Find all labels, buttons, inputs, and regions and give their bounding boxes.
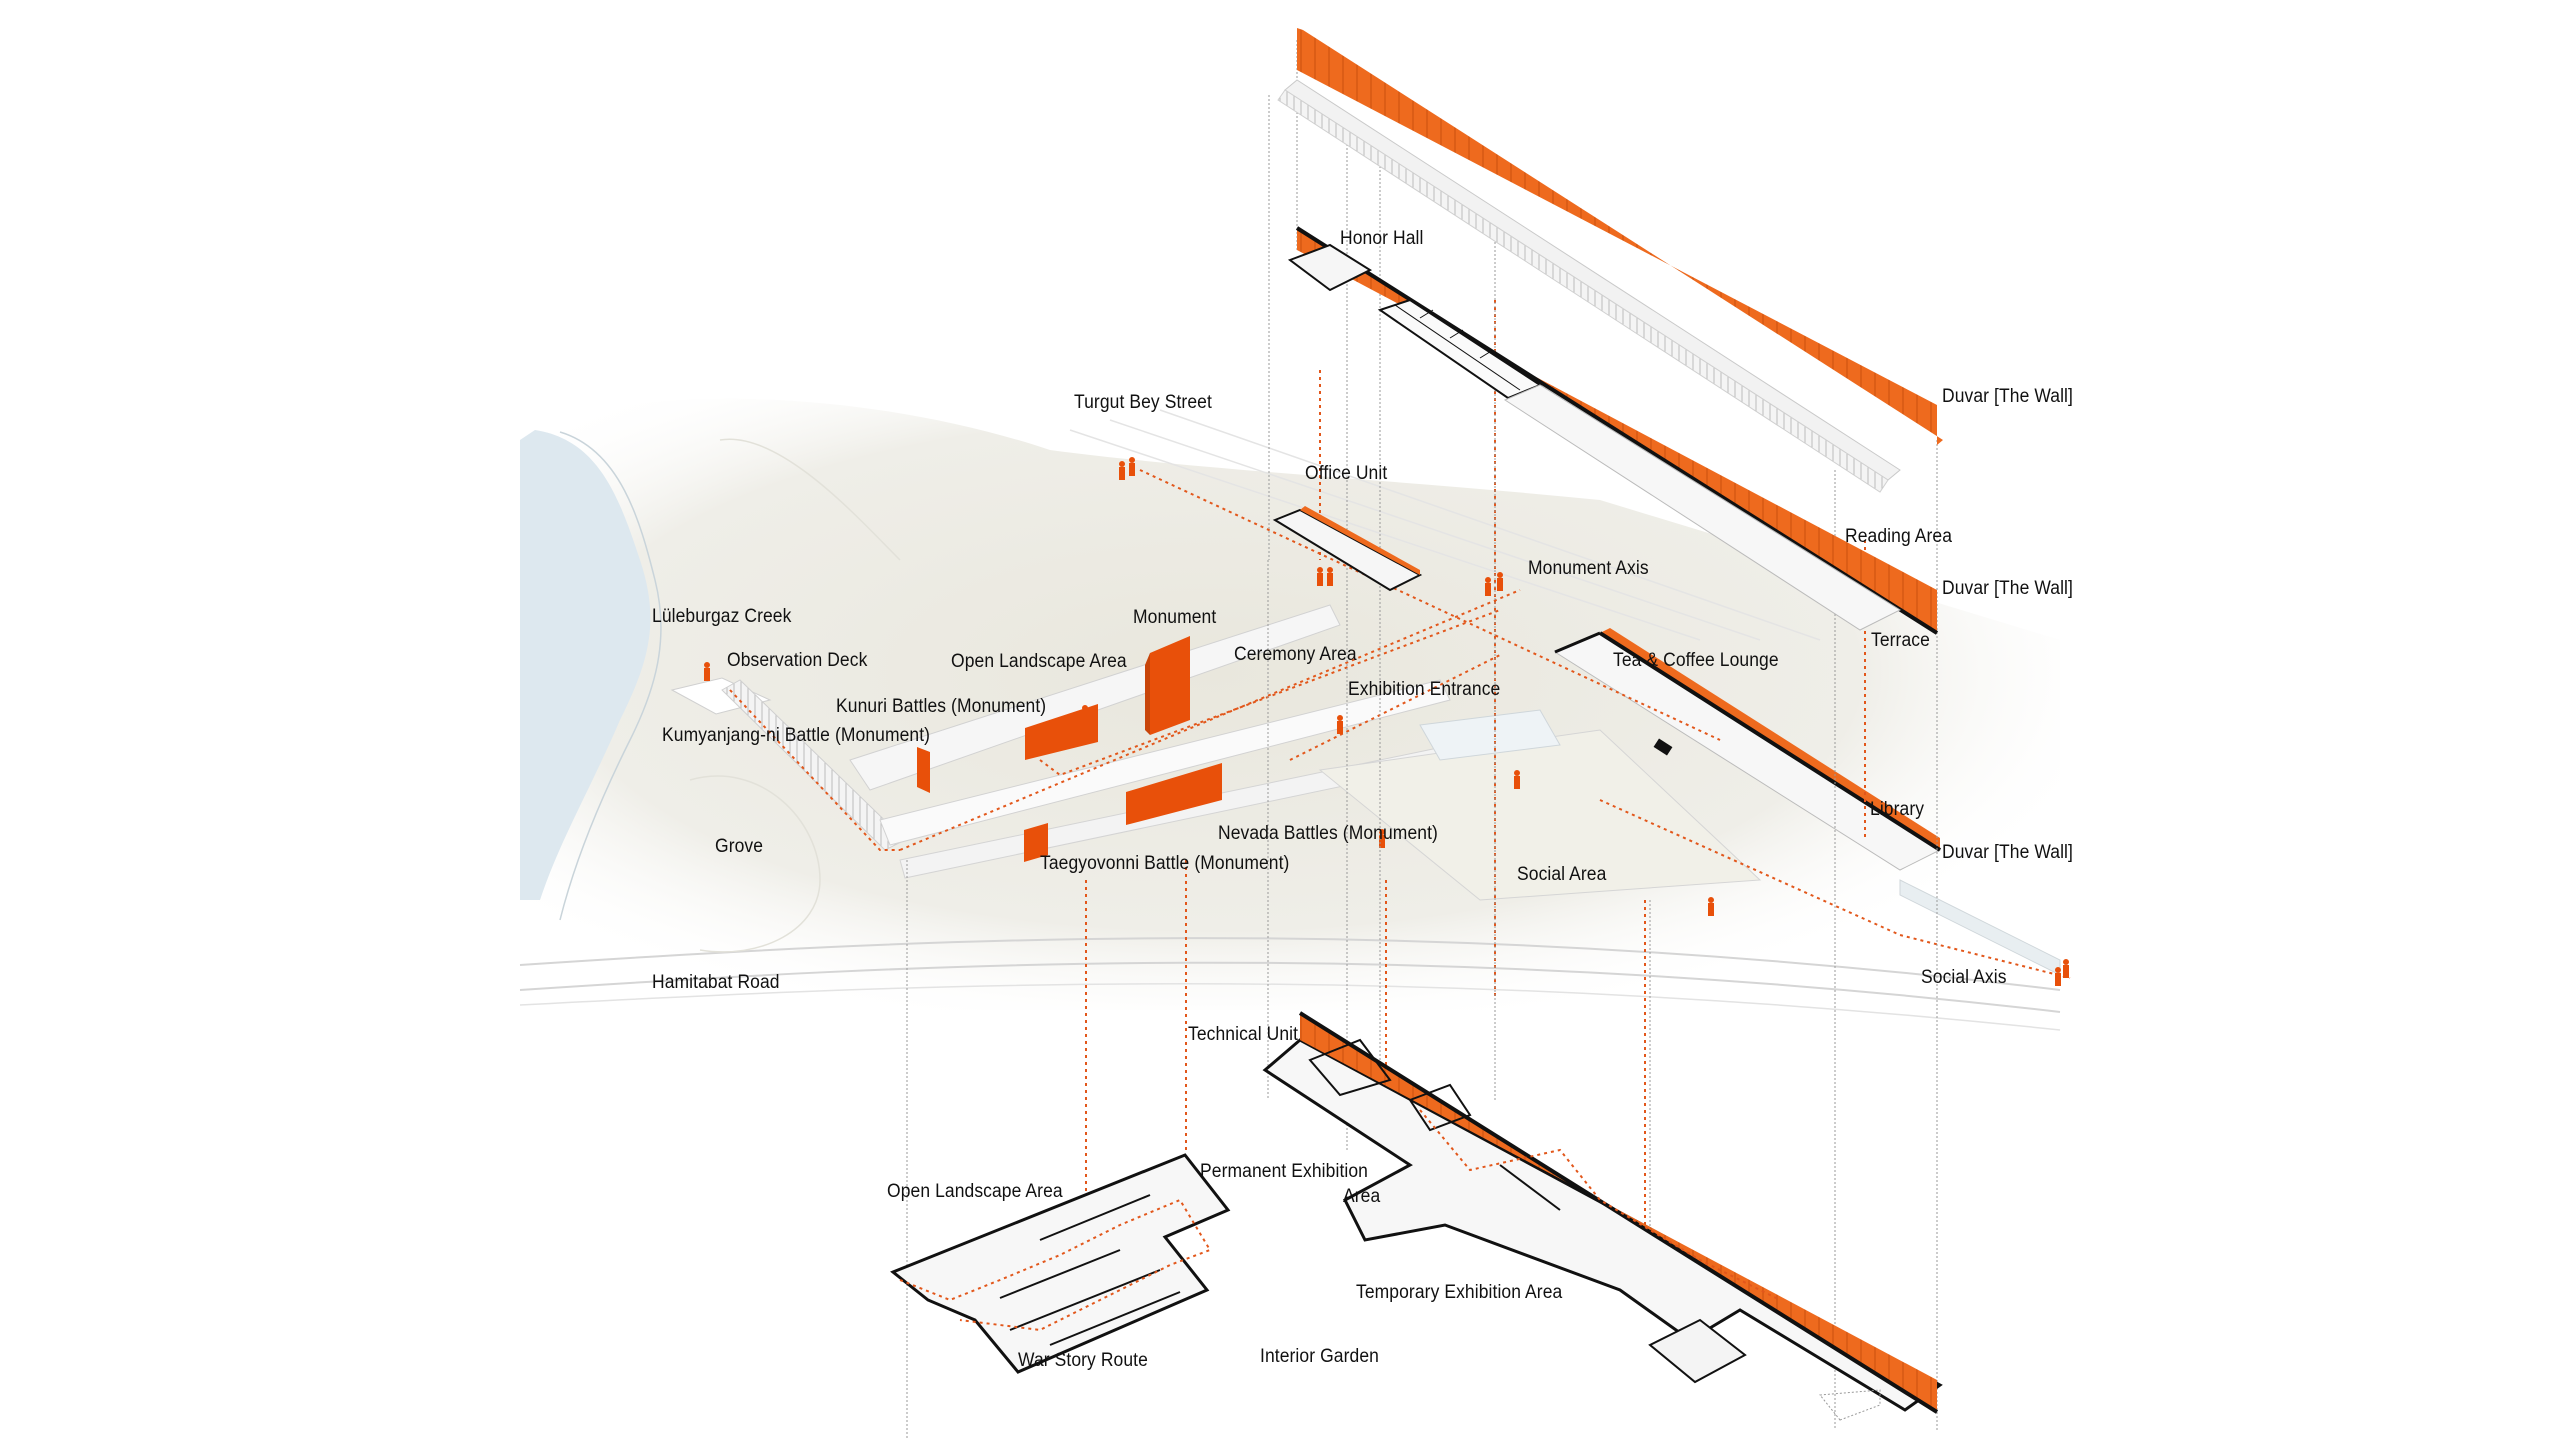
label-luleburgaz-creek: Lüleburgaz Creek: [652, 606, 792, 627]
label-grove: Grove: [715, 836, 764, 857]
label-temporary-exhibition-area: Temporary Exhibition Area: [1356, 1282, 1563, 1303]
label-duvar-middle: Duvar [The Wall]: [1942, 578, 2073, 599]
war-story-route-floor: [890, 1153, 1231, 1374]
label-kumyanjang-ni-battle: Kumyanjang-ni Battle (Monument): [662, 725, 931, 746]
kumyanjang-ni-monument: [917, 747, 930, 793]
honor-hall-room: [1287, 243, 1373, 292]
label-hamitabat-road: Hamitabat Road: [652, 972, 780, 993]
person-icon: [1514, 770, 1520, 789]
label-duvar-lower: Duvar [The Wall]: [1942, 842, 2073, 863]
label-honor-hall: Honor Hall: [1340, 228, 1424, 249]
observation-route: [729, 689, 900, 851]
label-observation-deck: Observation Deck: [727, 650, 868, 671]
top-wall: [1297, 28, 1943, 445]
label-turgut-bey-street: Turgut Bey Street: [1074, 392, 1212, 413]
label-technical-unit: Technical Unit: [1188, 1024, 1299, 1045]
label-reading-area: Reading Area: [1845, 526, 1953, 547]
person-icon: [1129, 457, 1135, 476]
person-icon: [2063, 959, 2069, 978]
label-library: Library: [1870, 799, 1925, 820]
label-ceremony-area: Ceremony Area: [1234, 644, 1357, 665]
label-interior-garden: Interior Garden: [1260, 1346, 1379, 1367]
label-open-landscape-area-lower: Open Landscape Area: [887, 1181, 1063, 1202]
person-icon: [1082, 705, 1088, 724]
top-level: [1277, 28, 1943, 493]
label-nevada-battles: Nevada Battles (Monument): [1218, 823, 1438, 844]
person-icon: [1497, 572, 1503, 591]
honor-hall-level: [1272, 226, 1939, 635]
interior-garden: [1648, 1318, 1747, 1384]
person-icon: [1327, 567, 1333, 586]
label-social-axis: Social Axis: [1921, 967, 2007, 988]
kunuri-monument: [1025, 704, 1098, 760]
person-icon: [2055, 967, 2061, 986]
creek-bank: [559, 431, 662, 921]
label-duvar-top: Duvar [The Wall]: [1942, 386, 2073, 407]
label-taegyovonni-battle: Taegyovonni Battle (Monument): [1040, 853, 1290, 874]
creek-water: [520, 430, 651, 900]
person-icon: [1485, 577, 1491, 596]
person-icon: [1119, 461, 1125, 480]
label-social-area: Social Area: [1517, 864, 1607, 885]
label-terrace: Terrace: [1871, 630, 1930, 651]
ground-level: [670, 604, 2061, 976]
lower-level: [890, 1011, 1943, 1421]
person-icon: [704, 662, 710, 681]
monument: [1150, 636, 1190, 735]
label-permanent-exhibition-line1: Permanent Exhibition: [1200, 1161, 1369, 1182]
people-icons: [704, 457, 2069, 986]
label-office-unit: Office Unit: [1305, 463, 1388, 484]
label-tea-coffee-lounge: Tea & Coffee Lounge: [1613, 650, 1779, 671]
reading-area-volume: [1503, 384, 1902, 631]
label-monument-axis: Monument Axis: [1528, 558, 1649, 579]
label-exhibition-entrance: Exhibition Entrance: [1348, 679, 1501, 700]
label-monument: Monument: [1133, 607, 1217, 628]
person-icon: [1317, 567, 1323, 586]
turgut-bey-route: [1139, 469, 1721, 741]
nevada-monument: [1126, 763, 1222, 825]
turgut-bey-street: [1069, 409, 1821, 641]
label-permanent-exhibition-line2: Area: [1343, 1186, 1381, 1207]
label-kunuri-battles: Kunuri Battles (Monument): [836, 696, 1047, 717]
label-war-story-route: War Story Route: [1018, 1350, 1148, 1371]
taegyovonni-monument: [1024, 823, 1048, 862]
monument-axis-route: [899, 589, 1521, 851]
person-icon: [1337, 715, 1343, 734]
person-icon: [1708, 897, 1714, 916]
label-open-landscape-area-upper: Open Landscape Area: [951, 651, 1127, 672]
